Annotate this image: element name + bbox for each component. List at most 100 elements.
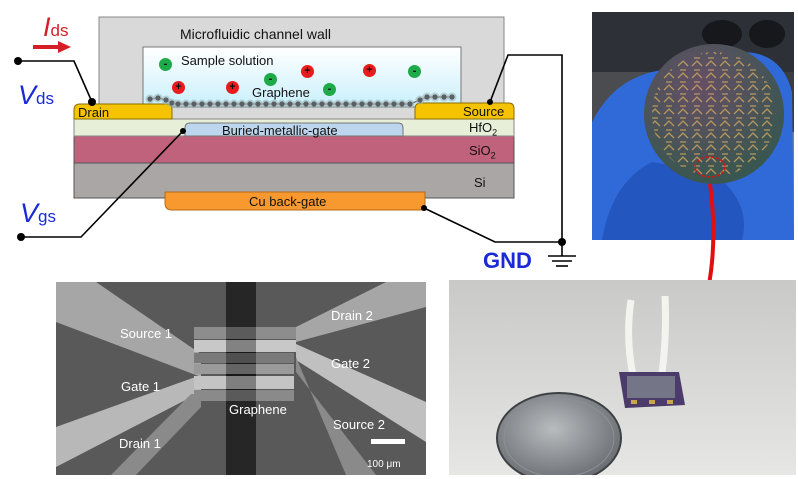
graphene-atom <box>191 101 197 107</box>
graphene-atom <box>432 94 438 100</box>
optical-micrograph: Source 1 Gate 1 Drain 1 Drain 2 Gate 2 S… <box>56 282 426 475</box>
anion: - <box>408 65 421 78</box>
graphene-atom <box>319 101 325 107</box>
graphene-atom <box>231 101 237 107</box>
vgs-subscript: gs <box>38 207 56 226</box>
current-label: Ids <box>43 14 68 41</box>
label-drain1: Drain 1 <box>119 436 161 451</box>
anion: - <box>264 73 277 86</box>
back-gate-label: Cu back-gate <box>249 194 327 209</box>
graphene-atom <box>367 101 373 107</box>
graphene-atom <box>223 101 229 107</box>
graphene-atom <box>375 101 381 107</box>
graphene-atom <box>183 101 189 107</box>
graphene-atom <box>169 100 175 106</box>
sample-solution-label: Sample solution <box>181 53 274 68</box>
source1-lead <box>56 282 201 377</box>
graphene-atom <box>449 94 455 100</box>
sample-solution-region <box>142 46 462 108</box>
graphene-atom <box>343 101 349 107</box>
graphene-atom <box>295 101 301 107</box>
ground-icon <box>548 242 576 267</box>
graphene-atom <box>303 101 309 107</box>
label-drain2: Drain 2 <box>331 308 373 323</box>
anion: - <box>159 58 172 71</box>
si-label: Si <box>474 175 486 190</box>
graphene-atom <box>255 101 261 107</box>
vds-subscript: ds <box>36 89 54 108</box>
graphene-atom <box>163 97 169 103</box>
graphene-atom <box>287 101 293 107</box>
graphene-atom <box>147 96 153 102</box>
anion: - <box>323 83 336 96</box>
scale-bar-label: 100 μm <box>367 459 401 470</box>
label-graphene: Graphene <box>229 402 287 417</box>
buried-gate <box>184 122 404 137</box>
sio2-text: SiO <box>469 143 491 158</box>
device-photo <box>449 280 796 475</box>
source-label: Source <box>463 104 505 119</box>
graphene-atom <box>383 101 389 107</box>
drain1-lead <box>111 394 201 475</box>
label-gate2: Gate 2 <box>331 356 371 371</box>
vds-symbol: V <box>18 80 37 110</box>
graphene-atom <box>271 101 277 107</box>
gate1-lead <box>56 375 201 467</box>
device-photo-drawing <box>449 280 796 475</box>
vgs-wire <box>21 130 184 238</box>
graphene-atom <box>399 101 405 107</box>
device-schematic: Ids Vds Vgs GND Microfluidic channel wal… <box>0 0 590 280</box>
drain2-lead <box>296 282 426 342</box>
source-electrode <box>414 102 515 120</box>
graphene-atom <box>407 101 413 107</box>
cation: + <box>172 81 185 94</box>
vgs-symbol: V <box>20 198 39 228</box>
coin <box>496 392 622 475</box>
hfo2-text: HfO <box>469 120 493 135</box>
back-gate <box>164 191 426 211</box>
graphene-atom <box>215 101 221 107</box>
sio2-subscript: 2 <box>490 150 496 161</box>
buried-gate-label: Buried-metallic-gate <box>222 123 338 138</box>
graphene-atom <box>335 101 341 107</box>
micrograph-drawing <box>56 282 426 475</box>
current-subscript: ds <box>50 21 69 40</box>
graphene-atom <box>391 101 397 107</box>
wafer-photo <box>592 12 794 240</box>
graphene-atom <box>417 97 423 103</box>
hfo2-label: HfO2 <box>469 121 497 138</box>
cation: + <box>226 81 239 94</box>
graphene-atom <box>424 94 430 100</box>
graphene-atom <box>359 101 365 107</box>
wafer-photo-drawing <box>592 12 794 240</box>
label-source2: Source 2 <box>333 417 386 432</box>
graphene-atom <box>155 95 161 101</box>
hfo2-subscript: 2 <box>492 127 498 138</box>
gate2-lead <box>296 344 426 442</box>
graphene-atom <box>207 101 213 107</box>
graphene-atom <box>311 101 317 107</box>
vgs-label: Vgs <box>20 200 56 227</box>
drain-label: Drain <box>78 105 110 120</box>
channel-wall-label: Microfluidic channel wall <box>180 26 331 42</box>
highlight-circle <box>694 156 726 178</box>
gnd-label: GND <box>483 248 532 273</box>
cation: + <box>363 64 376 77</box>
graphene-atom <box>351 101 357 107</box>
graphene-atom <box>239 101 245 107</box>
graphene-atom <box>199 101 205 107</box>
graphene-label: Graphene <box>252 85 310 100</box>
graphene-atom <box>327 101 333 107</box>
sio2-layer <box>73 135 515 164</box>
backgate-wire <box>423 207 562 243</box>
vds-wire <box>18 60 93 103</box>
label-source1: Source 1 <box>120 326 173 341</box>
vds-label: Vds <box>18 82 54 109</box>
schematic-drawing <box>14 16 576 267</box>
graphene-atom <box>175 101 181 107</box>
graphene-sheet <box>145 92 457 109</box>
current-arrow-icon <box>33 41 71 53</box>
source2-lead <box>296 357 376 475</box>
sio2-label: SiO2 <box>469 144 496 161</box>
current-symbol: I <box>43 12 51 42</box>
